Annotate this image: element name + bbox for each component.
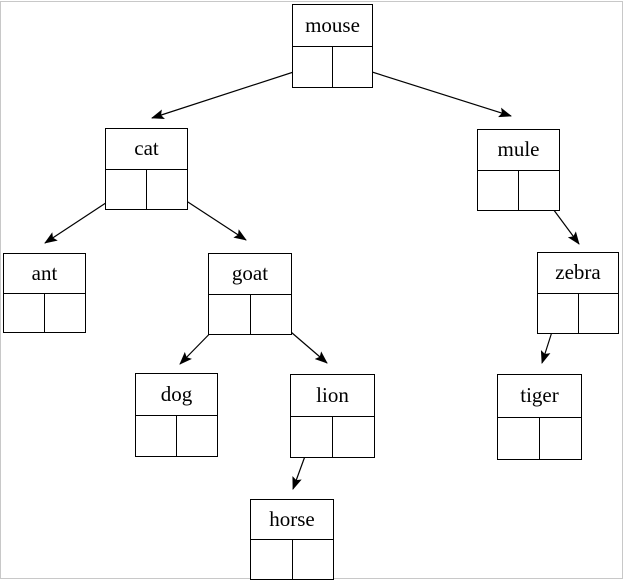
pointer-cells [136, 415, 217, 457]
node-label: horse [251, 500, 333, 540]
node-label: tiger [498, 375, 581, 418]
right-pointer-cell [333, 47, 372, 88]
node-label: cat [106, 129, 187, 170]
edge-mouse-right-to-mule [352, 65, 512, 118]
right-pointer-cell [333, 417, 374, 458]
left-pointer-cell [4, 293, 45, 332]
left-pointer-cell [478, 170, 519, 210]
pointer-cells [209, 294, 292, 335]
node-ant: ant [3, 253, 86, 333]
node-lion: lion [290, 374, 375, 458]
node-mouse: mouse [292, 4, 373, 88]
node-cat: cat [105, 128, 188, 210]
node-zebra: zebra [537, 252, 619, 334]
pointer-cells [4, 293, 85, 333]
right-pointer-cell [579, 294, 619, 334]
right-pointer-cell [293, 540, 334, 579]
left-pointer-cell [291, 416, 333, 457]
right-pointer-cell [540, 418, 581, 460]
node-goat: goat [208, 253, 292, 335]
right-pointer-cell [147, 170, 187, 210]
edge-mouse-left-to-cat [151, 65, 313, 120]
left-pointer-cell [538, 293, 579, 333]
pointer-cells [538, 293, 619, 334]
node-label: dog [136, 374, 217, 416]
node-dog: dog [135, 373, 218, 457]
right-pointer-cell [519, 171, 559, 211]
node-label: ant [4, 254, 85, 294]
node-label: mouse [293, 5, 372, 47]
left-pointer-cell [106, 169, 147, 209]
node-label: mule [478, 130, 559, 171]
node-tiger: tiger [497, 374, 582, 460]
left-pointer-cell [136, 415, 177, 456]
right-pointer-cell [177, 416, 217, 457]
pointer-cells [498, 417, 581, 460]
node-horse: horse [250, 499, 334, 580]
pointer-cells [106, 169, 187, 210]
node-label: zebra [538, 253, 618, 294]
right-pointer-cell [251, 295, 292, 335]
left-pointer-cell [293, 46, 333, 87]
pointer-cells [291, 416, 374, 458]
node-label: goat [209, 254, 291, 295]
node-label: lion [291, 375, 374, 417]
left-pointer-cell [251, 540, 293, 579]
left-pointer-cell [209, 294, 251, 334]
right-pointer-cell [45, 294, 85, 333]
left-pointer-cell [498, 417, 540, 459]
pointer-cells [251, 540, 333, 579]
node-mule: mule [477, 129, 560, 211]
pointer-cells [478, 170, 559, 211]
pointer-cells [293, 46, 372, 88]
